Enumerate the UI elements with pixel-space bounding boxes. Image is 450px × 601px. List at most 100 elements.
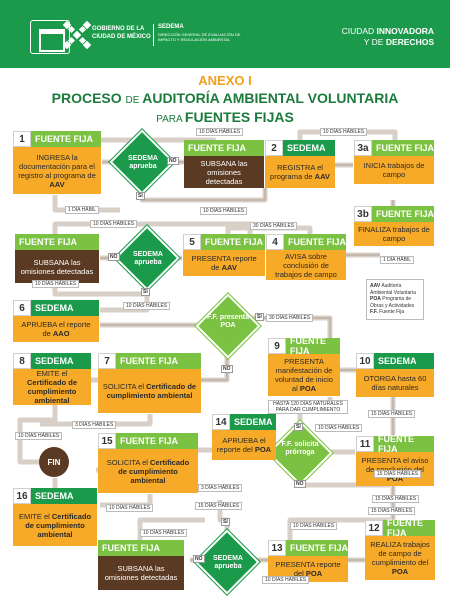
arrow-line <box>200 350 228 381</box>
step-number: 13 <box>268 540 286 556</box>
si-marker: SI <box>255 313 264 321</box>
time-label: 10 DÍAS HÁBILES <box>140 529 188 537</box>
time-label: 15 DÍAS HÁBILES <box>368 507 416 515</box>
step-body: AVISA sobre conclusión de trabajos de ca… <box>266 250 346 280</box>
step-body: SUBSANA las omisiones detectadas <box>15 250 99 283</box>
step-bold: Certificado de cumplimiento ambiental <box>118 457 190 485</box>
decision-1-label: SEDEMA aprueba <box>128 155 158 170</box>
step-number: 5 <box>183 234 201 250</box>
header-gobierno-text: GOBIERNO DE LA CIUDAD DE MÉXICO <box>92 26 151 40</box>
time-label: 10 DÍAS HÁBILES <box>315 424 363 432</box>
time-label: 10 DÍAS HÁBILES <box>200 207 248 215</box>
legend-abbr: AAV <box>370 283 381 289</box>
title-part: PROCESO <box>51 90 126 106</box>
time-label: 30 DÍAS HÁBILES <box>250 222 298 230</box>
process-subtitle: PARA FUENTES FIJAS <box>0 109 450 125</box>
step-number: 16 <box>13 488 31 504</box>
step-body: REGISTRA el programa de AAV <box>265 156 335 188</box>
end-node: FIN <box>39 447 69 477</box>
time-label: 15 DÍAS HÁBILES <box>368 410 416 418</box>
step-number: 15 <box>98 433 116 449</box>
title-part: FUENTES FIJAS <box>184 109 294 125</box>
step-number: 10 <box>356 353 374 369</box>
step-body: SOLICITA el Certificado de cumplimiento … <box>98 449 198 493</box>
time-label: 10 DÍAS HÁBILES <box>15 432 63 440</box>
step-text: PRESENTA reporte de <box>191 254 257 272</box>
time-label: 10 DÍAS HÁBILES <box>262 576 310 584</box>
step-number: 2 <box>265 140 283 156</box>
step-number: 7 <box>98 353 116 369</box>
step-text: SOLICITA el <box>106 457 151 467</box>
header-divider <box>153 24 154 46</box>
step-title: FUENTE FIJA <box>284 234 346 250</box>
slogan-part: DERECHOS <box>385 37 434 47</box>
header-sedema-text: SEDEMA <box>158 24 184 30</box>
step-subsana-1: FUENTE FIJA SUBSANA las omisiones detect… <box>184 140 264 188</box>
step-text: INGRESA la documentación para el registr… <box>18 152 96 180</box>
connector <box>139 186 268 203</box>
slogan-part: INNOVADORA <box>376 26 434 36</box>
step-title: FUENTE FIJA <box>15 234 99 250</box>
step-body: PRESENTA el aviso de conclusión del POA <box>356 452 434 486</box>
header-banner: GOBIERNO DE LA CIUDAD DE MÉXICO SEDEMA D… <box>0 0 450 68</box>
step-number: 8 <box>13 353 31 369</box>
step-bold: AAV <box>314 172 330 181</box>
time-label: 15 DÍAS HÁBILES <box>195 502 243 510</box>
time-label: 1 DÍA HÁBIL <box>380 256 415 264</box>
time-label: 10 DÍAS HÁBILES <box>32 280 80 288</box>
legend-box: AAV Auditoría Ambiental Voluntaria POA P… <box>366 279 424 320</box>
step-text: PRESENTA reporte del <box>275 560 341 578</box>
step-body: SUBSANA las omisiones detectadas <box>98 556 184 590</box>
step-number: 3b <box>354 206 372 222</box>
step-bold: POA <box>305 569 323 578</box>
time-label: 10 DÍAS HÁBILES <box>90 220 138 228</box>
legend-abbr: POA <box>370 296 381 302</box>
step-bold: Certificado de cumplimiento ambiental <box>106 382 197 400</box>
no-marker: NO <box>221 365 233 373</box>
step-text: PRESENTA el aviso de conclusión del <box>361 455 429 474</box>
cdmx-x-logo-icon <box>62 20 92 50</box>
step-title: SEDEMA <box>230 414 276 430</box>
step-body: REALIZA trabajos de campo de cumplimient… <box>365 536 435 580</box>
legend-abbr: F.F. <box>370 309 378 315</box>
step-text: SOLICITA el <box>102 382 147 391</box>
step-title: FUENTE FIJA <box>286 540 348 556</box>
decision-2-label: SEDEMA aprueba <box>133 251 163 266</box>
slogan-part: CIUDAD <box>341 26 377 36</box>
step-title: SEDEMA <box>374 353 434 369</box>
no-marker: NO <box>193 555 205 563</box>
step-title: FUENTE FIJA <box>372 206 434 222</box>
title-part: PARA <box>156 114 185 125</box>
step-bold: POA <box>254 445 272 454</box>
time-label: 1 DÍA HÁBIL <box>65 206 100 214</box>
time-label: 3 DÍAS HÁBILES <box>72 421 117 429</box>
time-label: 10 DÍAS HÁBILES <box>290 522 338 530</box>
step-title: FUENTE FIJA <box>116 353 201 369</box>
step-body: OTORGA hasta 60 días naturales <box>356 369 434 397</box>
step-number: 12 <box>365 520 383 536</box>
cdmx-crest-icon <box>30 20 70 54</box>
step-body: PRESENTA manifestación de voluntad de in… <box>268 354 340 396</box>
time-label: 10 DÍAS HÁBILES <box>106 504 154 512</box>
slogan-part: Y DE <box>363 37 386 47</box>
step-bold: Certificado de cumplimiento ambiental <box>26 378 77 405</box>
si-marker: SI <box>136 192 145 200</box>
time-label: HASTA 120 DÍAS NATURALES PARA DAR CUMPLI… <box>268 400 348 414</box>
step-body: INICIA trabajos de campo <box>354 156 434 184</box>
step-body: EMITE el Certificado de cumplimiento amb… <box>13 369 91 405</box>
step-title: SEDEMA <box>31 300 99 316</box>
step-number: 1 <box>13 131 31 147</box>
legend-item: AAV Auditoría Ambiental Voluntaria <box>370 283 420 296</box>
step-number: 4 <box>266 234 284 250</box>
step-title: FUENTE FIJA <box>98 540 184 556</box>
step-bold: AAV <box>49 179 65 189</box>
